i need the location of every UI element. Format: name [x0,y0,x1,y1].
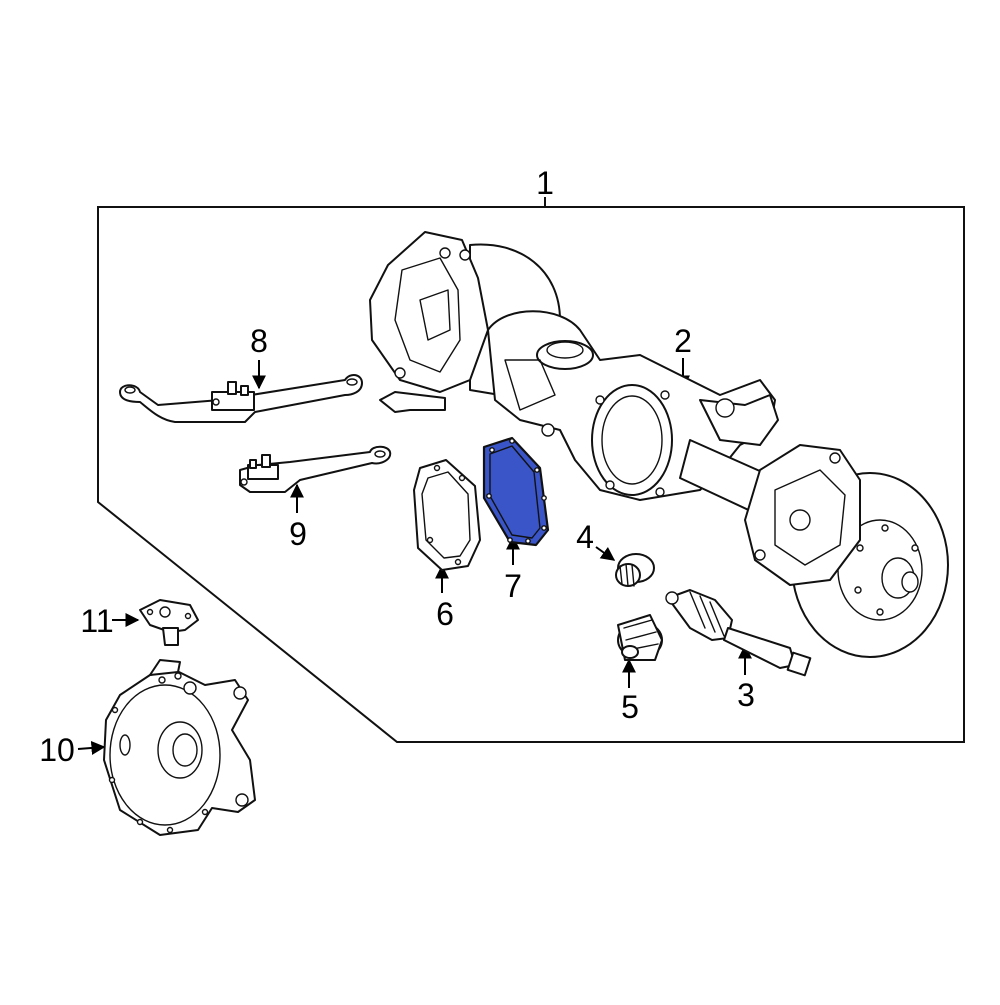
callout-5: 5 [621,689,639,725]
part-6-diff-cover [413,459,481,571]
part-7-gasket [482,436,550,547]
part-4-gear [615,553,655,587]
callout-11: 11 [80,603,113,639]
part-9-track-bar [239,445,392,493]
callout-2: 2 [674,323,692,359]
callout-10: 10 [39,732,75,768]
part-10-carrier-housing [103,659,256,836]
callout-4: 4 [576,519,594,555]
callout-1: 1 [536,165,554,201]
arrow-4 [595,546,616,561]
callout-6: 6 [436,596,454,632]
part-5-cv-boot [617,614,663,661]
callout-8: 8 [250,323,268,359]
part-11-bracket [139,599,199,646]
callout-7: 7 [504,568,522,604]
part-8-link-arm [119,374,446,423]
part-3-axle-shaft [665,589,812,677]
callout-3: 3 [737,677,755,713]
callout-9: 9 [289,516,307,552]
assembly-frame [97,206,965,743]
arrow-10 [77,740,106,755]
callout-labels: 1 2 3 4 5 6 7 8 9 10 11 [39,165,755,768]
axle-housing-assembly [369,231,949,658]
